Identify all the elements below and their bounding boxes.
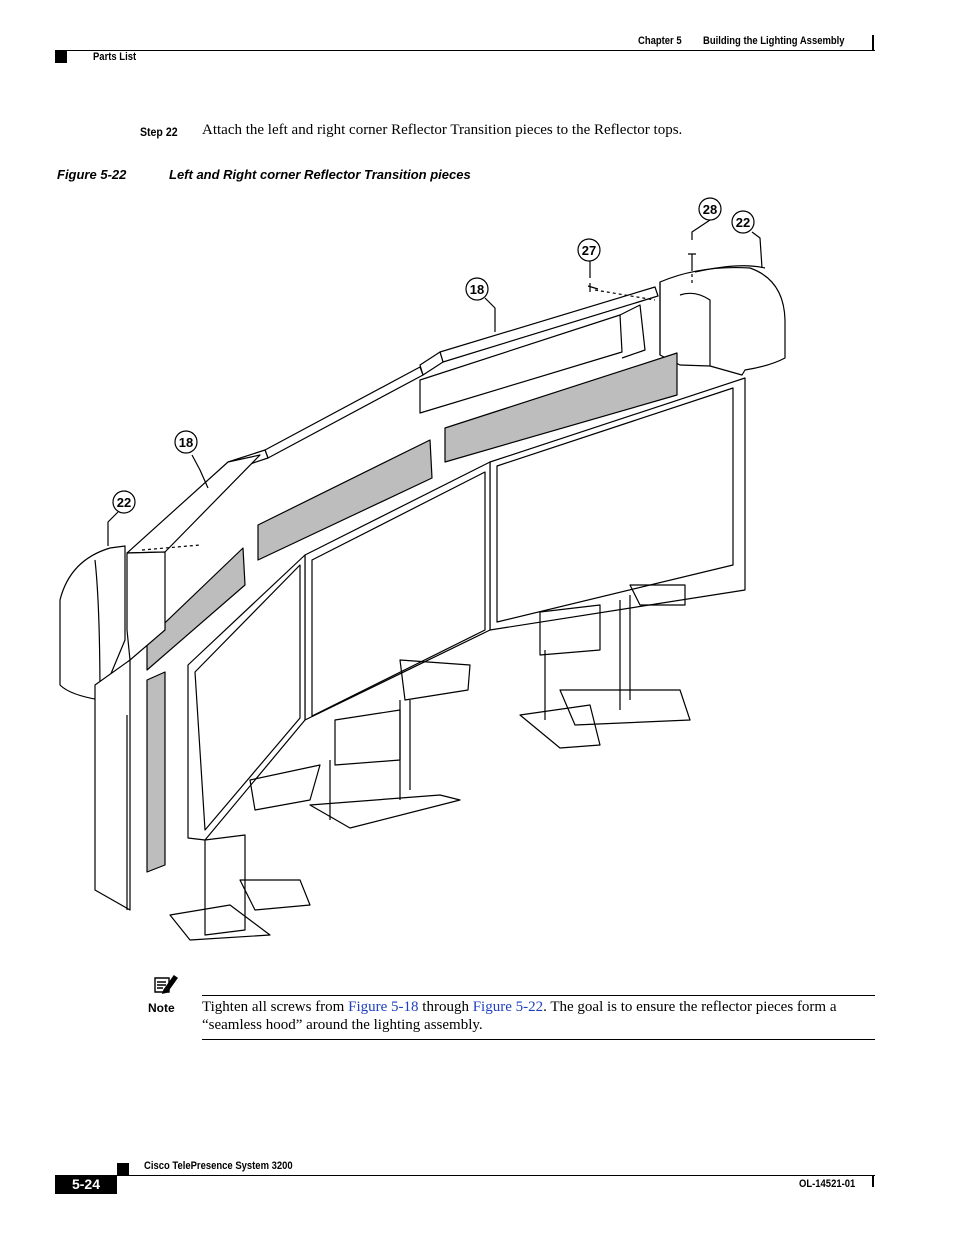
note-text-part-3: . The goal is to ensure the reflector pi…: [202, 999, 837, 1033]
page-number: 5-24: [55, 1175, 117, 1194]
callout-28-circle: [698, 197, 722, 221]
callout-22-circle: [731, 210, 755, 234]
footer-doc-id: OL-14521-01: [799, 1178, 856, 1190]
header-section: Parts List: [93, 51, 137, 63]
header-chapter: Chapter 5: [638, 35, 682, 47]
note-top-rule: [202, 995, 875, 996]
note-bottom-rule: [202, 1039, 875, 1040]
note-text-part-2: through: [418, 999, 473, 1015]
left-top-reflector: [264, 366, 424, 459]
header-chapter-title: Building the Lighting Assembly: [703, 35, 845, 47]
header-rule: [55, 50, 875, 51]
figure-5-22-link[interactable]: Figure 5-22: [472, 999, 544, 1015]
left-corner-reflector-transition: [59, 545, 126, 701]
note-text-part-1: Tighten all screws from: [202, 999, 349, 1015]
callout-18-left: 18: [179, 435, 193, 450]
footer-product: Cisco TelePresence System 3200: [144, 1160, 293, 1172]
screw-28: [688, 253, 696, 268]
header-rule-end: [872, 35, 874, 51]
screw-27: [587, 283, 599, 292]
left-gray-panel: [146, 547, 246, 671]
figure-5-18-link[interactable]: Figure 5-18: [348, 999, 419, 1015]
note-pencil-icon: [154, 975, 178, 994]
footer-rule: [117, 1175, 875, 1176]
callout-18-left-circle: [174, 430, 198, 454]
figure-number: Figure 5-22: [57, 167, 127, 182]
left-display: [187, 554, 306, 841]
callout-28: 28: [703, 202, 717, 217]
step-text: Attach the left and right corner Reflect…: [202, 122, 683, 138]
header-marker: [55, 51, 67, 63]
callout-27: 27: [582, 243, 596, 258]
note-text: Tighten all screws from Figure 5-18 thro…: [202, 998, 877, 1034]
callout-27-circle: [577, 238, 601, 262]
left-vertical-panel: [146, 671, 166, 873]
left-top-reflector-2: [126, 454, 261, 554]
footer-rule-end: [872, 1175, 874, 1187]
callout-18-circle: [465, 277, 489, 301]
callout-18: 18: [470, 282, 484, 297]
step-label: Step 22: [140, 125, 178, 139]
footer-marker: [117, 1163, 129, 1175]
callout-22: 22: [736, 215, 750, 230]
callout-22-left: 22: [117, 495, 131, 510]
right-corner-reflector-transition: [659, 267, 786, 376]
callout-22-left-circle: [112, 490, 136, 514]
middle-gray-panel: [257, 439, 433, 561]
figure-title: Left and Right corner Reflector Transiti…: [169, 167, 471, 182]
right-gray-panel: [444, 352, 678, 463]
note-label: Note: [148, 1001, 175, 1015]
